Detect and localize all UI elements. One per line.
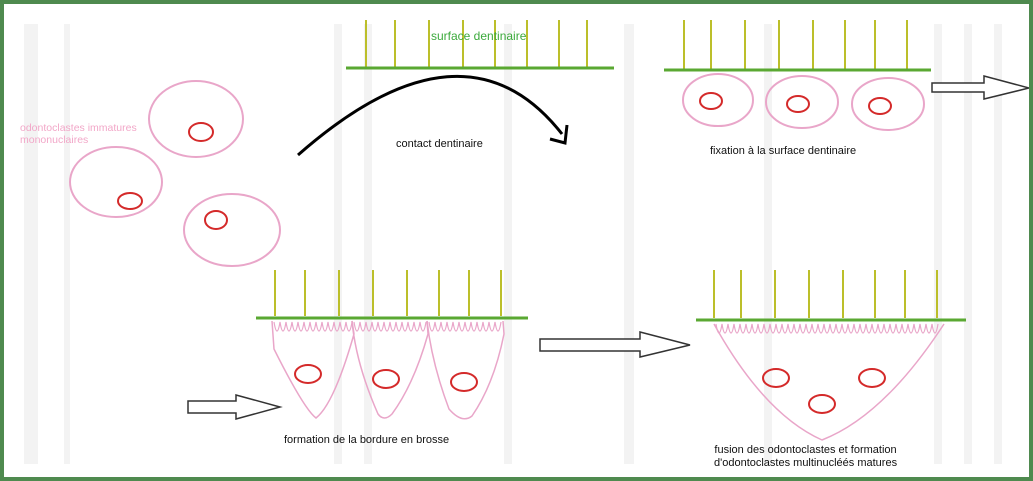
attachment-label: fixation à la surface dentinaire	[710, 145, 857, 157]
nucleus	[188, 122, 214, 142]
multinucleated-odontoclast	[713, 323, 945, 441]
brush-border-label: formation de la bordure en brosse	[284, 434, 450, 446]
attached-cell	[765, 75, 839, 129]
fusion-label-line-2: d'odontoclastes multinucléés matures	[714, 457, 898, 469]
nucleus	[204, 210, 228, 230]
immature-cell	[148, 80, 244, 158]
dentin-surface-top-right	[664, 20, 931, 72]
dentin-surface-bottom-left	[256, 270, 528, 320]
nucleus	[762, 368, 790, 388]
immature-cell	[69, 146, 163, 218]
dentin-surface-top-middle	[346, 20, 614, 70]
hollow-right-arrow-icon	[539, 331, 691, 358]
attached-cell	[851, 77, 925, 131]
hollow-right-arrow-icon	[187, 394, 283, 420]
dentin-surface-bottom-right	[696, 270, 966, 322]
dentin-surface-label: surface dentinaire	[431, 29, 527, 43]
hollow-right-arrow-icon	[931, 75, 1029, 100]
nucleus	[858, 368, 886, 388]
dentin-contact-label: contact dentinaire	[396, 138, 483, 150]
immature-cells-label: odontoclastes immatures mononuclaires	[20, 122, 137, 146]
nucleus	[808, 394, 836, 414]
immature-cells-group	[69, 80, 281, 267]
nucleus	[450, 372, 478, 392]
nucleus	[294, 364, 322, 384]
diagram-canvas	[69, 20, 1029, 441]
attached-cell	[682, 73, 754, 127]
brush-border-cell	[351, 320, 429, 419]
fusion-label-line-1: fusion des odontoclastes et formation	[714, 444, 897, 456]
nucleus	[117, 192, 143, 210]
brush-border-cell	[426, 320, 505, 420]
nucleus	[372, 369, 400, 389]
brush-border-cell	[271, 320, 355, 419]
background-pattern	[24, 24, 1002, 464]
nucleus	[786, 95, 810, 113]
brush-border-cells-group	[271, 320, 505, 420]
fusion-label: fusion des odontoclastes et formation d'…	[714, 444, 897, 470]
nucleus	[868, 97, 892, 115]
curved-arrow-icon	[297, 74, 569, 157]
attached-cells-group	[682, 73, 925, 131]
immature-cell	[183, 193, 281, 267]
nucleus	[699, 92, 723, 110]
